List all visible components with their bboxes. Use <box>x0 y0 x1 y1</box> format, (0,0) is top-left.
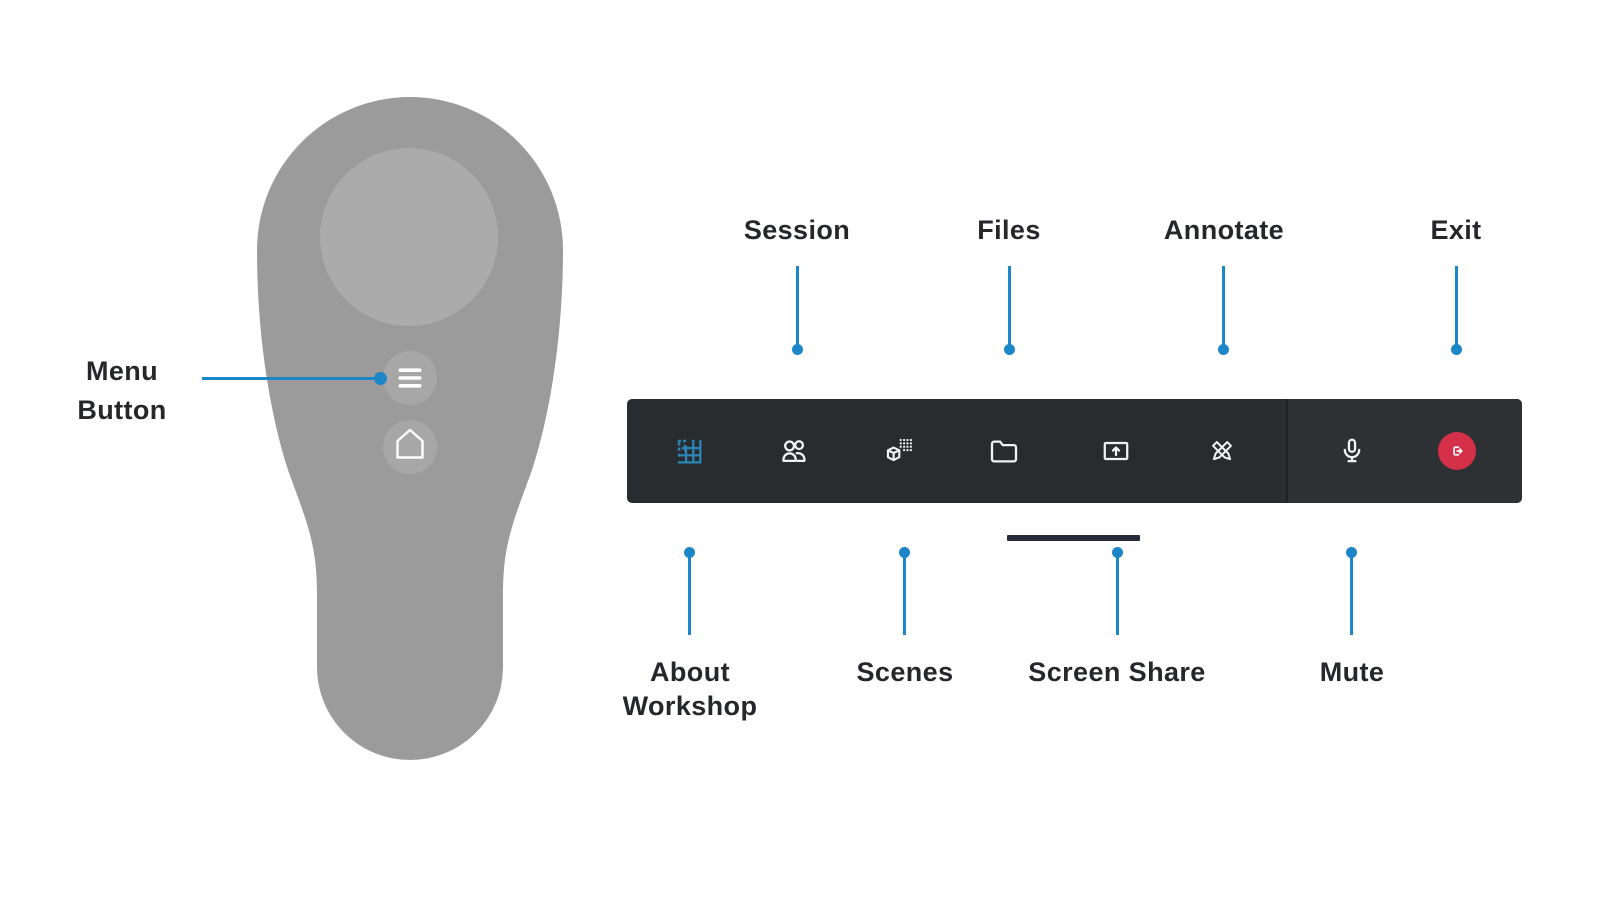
callout-label-mute: Mute <box>1319 657 1385 687</box>
controller-touchpad[interactable] <box>320 148 498 326</box>
callout-label-files: Files <box>977 215 1041 245</box>
crossed-pencils-icon <box>1212 441 1232 461</box>
callout-dot-screen-share <box>1111 546 1123 558</box>
callout-line-session <box>795 266 799 346</box>
exit-icon <box>1453 446 1463 456</box>
controller-home-button[interactable] <box>383 420 437 474</box>
mute-button[interactable] <box>1324 423 1380 479</box>
screen-share-button[interactable] <box>1088 423 1144 479</box>
about-workshop-button[interactable] <box>661 423 717 479</box>
callout-line-screen-share <box>1115 557 1119 635</box>
callout-label-exit: Exit <box>1430 215 1482 245</box>
hamburger-icon <box>398 368 422 388</box>
callout-dot-annotate <box>1217 343 1229 355</box>
menu-callout-line <box>202 376 375 380</box>
people-icon <box>782 440 806 462</box>
session-button[interactable] <box>766 423 822 479</box>
menu-callout-dot <box>373 371 387 385</box>
workshop-grid-icon <box>677 439 702 464</box>
exit-button[interactable] <box>1429 423 1485 479</box>
callout-label-annotate: Annotate <box>1163 215 1285 245</box>
screen-share-icon <box>1103 441 1129 461</box>
annotate-button[interactable] <box>1194 423 1250 479</box>
callout-line-annotate <box>1221 266 1225 346</box>
exit-button-circle <box>1438 432 1476 470</box>
screen-share-underline-bar <box>1007 535 1140 541</box>
callout-line-scenes <box>903 557 906 635</box>
toolbar <box>627 399 1522 503</box>
cube-grid-icon <box>886 438 913 462</box>
home-icon <box>396 428 424 459</box>
menu-button-label: Menu Button <box>77 356 167 425</box>
callout-label-about-workshop: About Workshop <box>622 657 758 721</box>
callout-dot-exit <box>1451 343 1462 355</box>
callout-dot-session <box>791 343 803 355</box>
callout-dot-scenes <box>899 546 910 558</box>
files-button[interactable] <box>976 423 1032 479</box>
controller-menu-button[interactable] <box>383 351 437 405</box>
callout-line-mute <box>1349 557 1353 635</box>
callout-label-scenes: Scenes <box>856 657 954 687</box>
callout-label-session: Session <box>743 215 851 245</box>
callout-label-screen-share: Screen Share <box>1028 657 1206 687</box>
microphone-icon <box>1343 438 1361 463</box>
callout-dot-about-workshop <box>683 546 695 558</box>
toolbar-divider <box>1286 399 1288 503</box>
callout-line-exit <box>1455 266 1458 346</box>
vr-controller <box>257 97 563 761</box>
callout-line-files <box>1008 266 1011 346</box>
toolbar-right-section <box>1288 399 1522 503</box>
callout-dot-files <box>1004 343 1015 355</box>
callout-dot-mute <box>1345 546 1357 558</box>
folder-icon <box>990 440 1018 463</box>
callout-line-about-workshop <box>687 557 691 635</box>
scenes-button[interactable] <box>871 423 927 479</box>
